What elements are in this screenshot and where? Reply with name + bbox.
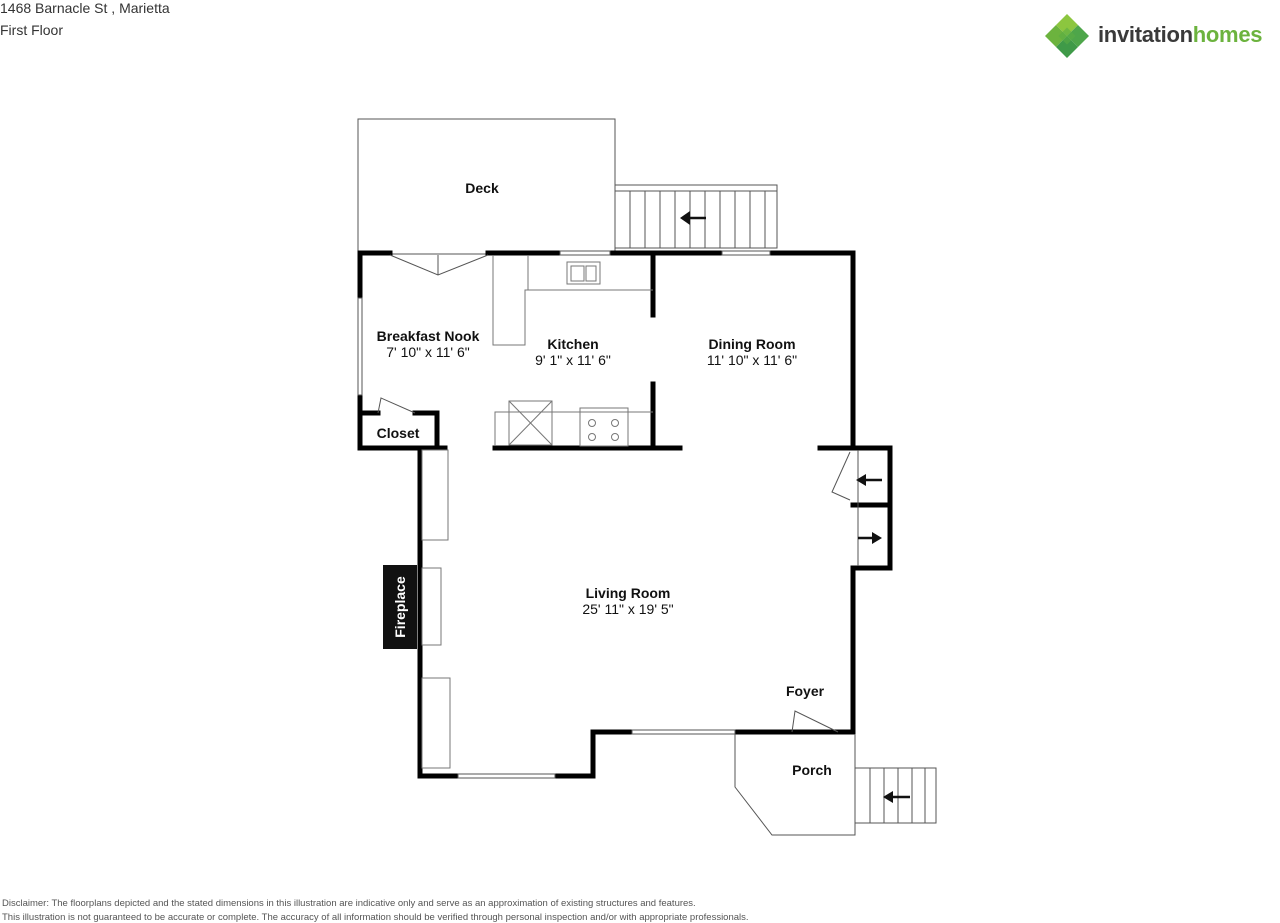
deck-stairs [614,184,778,249]
room-dimensions: 25' 11" x 19' 5" [582,601,674,617]
disclaimer-line1: Disclaimer: The floorplans depicted and … [2,898,696,909]
brand-name: invitationhomes [1098,22,1263,48]
room-deck: Deck [465,180,498,196]
brand-name-part1: invitation [1098,22,1193,47]
room-dimensions: 9' 1" x 11' 6" [535,352,611,368]
brand-logo: invitationhomes [1044,12,1263,58]
green-diamond-cluster-icon [1045,14,1089,58]
exterior-walls [357,250,893,779]
room-name: Foyer [785,683,825,699]
arrow-left-icon [883,791,910,803]
arrow-left-icon [856,474,882,486]
room-name: Breakfast Nook [376,328,480,344]
room-dimensions: 7' 10" x 11' 6" [386,344,470,360]
brand-name-part2: homes [1192,22,1263,47]
windows [357,250,771,779]
built-in-shelves [421,449,451,769]
room-name: Living Room [585,585,671,601]
arrow-left-icon [680,211,706,225]
floor-label: First Floor [0,22,63,38]
room-dimensions: 11' 10" x 11' 6" [706,352,798,368]
fireplace-label: Fireplace [392,576,408,638]
room-name: Deck [465,180,499,196]
room-name: Kitchen [547,336,599,352]
doors [377,254,851,733]
room-name: Closet [376,425,420,441]
room-closet: Closet [377,425,420,441]
kitchen-counters [492,255,653,447]
room-name: Dining Room [708,336,796,352]
fireplace: Fireplace [383,565,417,649]
porch [734,734,937,836]
room-porch: Porch [792,762,832,778]
arrow-right-icon [858,532,882,544]
room-name: Porch [792,762,832,778]
address-label: 1468 Barnacle St , Marietta [0,0,170,16]
room-foyer: Foyer [786,683,824,699]
